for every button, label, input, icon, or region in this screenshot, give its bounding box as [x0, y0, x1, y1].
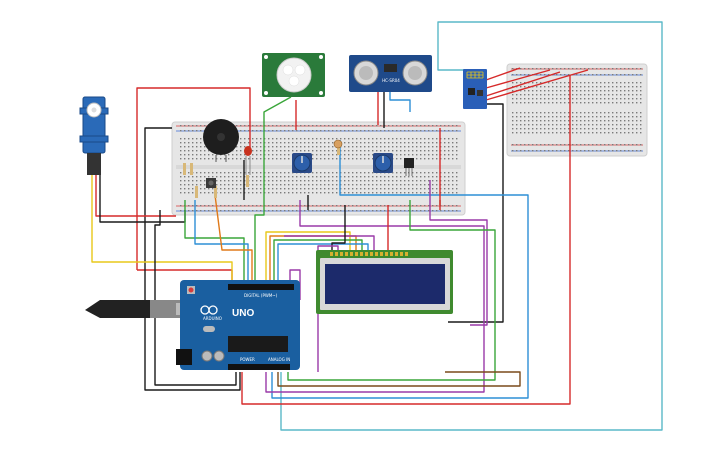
- arduino-analog-label: ANALOG IN: [268, 357, 290, 362]
- push-button[interactable]: [206, 178, 216, 188]
- wire-green: [273, 239, 363, 285]
- potentiometer-1[interactable]: [292, 153, 312, 173]
- arduino-power-label: POWER: [240, 357, 255, 362]
- wire-red: [485, 67, 521, 81]
- wire-red: [485, 71, 561, 97]
- wire-yellow: [91, 175, 233, 285]
- piezo-buzzer[interactable]: [203, 119, 239, 162]
- arduino-model-label: UNO: [232, 308, 254, 319]
- breadboard-main[interactable]: [171, 121, 466, 216]
- wire-yellow: [265, 231, 351, 285]
- photoresistor[interactable]: [333, 139, 343, 149]
- breadboard-small[interactable]: [506, 63, 648, 157]
- resistors: [183, 145, 340, 198]
- wire-red: [485, 69, 551, 89]
- wire-purple: [284, 235, 375, 250]
- wire-black: [144, 127, 241, 391]
- wire-orange: [214, 194, 253, 285]
- wire-green: [287, 200, 496, 381]
- wire-blue: [389, 92, 411, 112]
- temperature-sensor[interactable]: [404, 158, 414, 176]
- wire-green: [254, 96, 292, 285]
- wire-teal: [280, 21, 663, 431]
- ultrasonic-label: HC-SR04: [382, 78, 400, 83]
- pir-sensor[interactable]: [262, 53, 325, 97]
- wire-red: [485, 69, 589, 101]
- lcd-display[interactable]: [316, 250, 453, 314]
- wire-red: [241, 75, 571, 405]
- esp-wifi-module[interactable]: [463, 69, 487, 109]
- arduino-uno[interactable]: UNO ARDUINO DIGITAL (PWM~) POWER ANALOG …: [85, 280, 300, 370]
- potentiometer-2[interactable]: [373, 153, 393, 173]
- led[interactable]: [244, 146, 252, 175]
- wire-green: [184, 200, 245, 285]
- wire-brown: [277, 371, 521, 387]
- lcd-pin-header: [330, 252, 408, 256]
- wire-purple: [265, 200, 485, 393]
- ultrasonic-sensor[interactable]: HC-SR04: [349, 55, 432, 92]
- wire-red: [95, 175, 176, 217]
- wires: [91, 21, 663, 431]
- breadboard-small-holes: [512, 68, 642, 152]
- wire-black: [448, 103, 504, 323]
- wire-red: [136, 87, 251, 270]
- breadboard-main-holes: [180, 125, 458, 212]
- arduino-brand-label: ARDUINO: [203, 316, 222, 321]
- wire-blue: [271, 140, 529, 399]
- wire-purple: [429, 180, 488, 326]
- servo-motor[interactable]: [79, 96, 109, 175]
- arduino-logo: [200, 305, 218, 315]
- arduino-digital-label: DIGITAL (PWM~): [244, 293, 278, 298]
- wire-blue: [277, 243, 369, 285]
